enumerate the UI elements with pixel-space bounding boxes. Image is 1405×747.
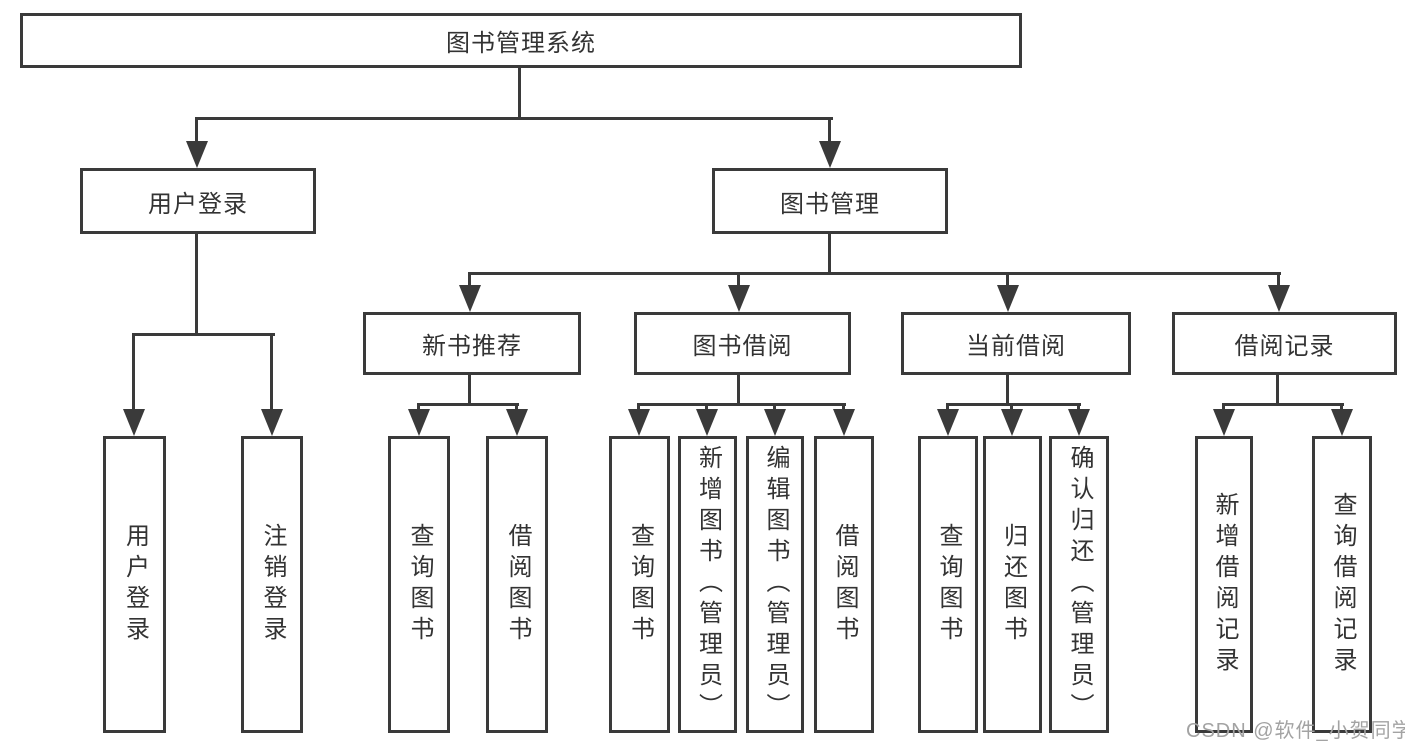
arrowhead-to-leaf bbox=[1068, 409, 1090, 436]
leaf-user-login: 用户登录 bbox=[103, 436, 166, 733]
arrowhead-to-leaf bbox=[937, 409, 959, 436]
connector-book-management-stem bbox=[828, 234, 831, 275]
leaf-confirm-return-admin-label: 确认归还（管理员） bbox=[1066, 445, 1093, 724]
connector-root-bar bbox=[196, 117, 833, 120]
connector-drop-leaf bbox=[1077, 403, 1080, 413]
arrowhead-to-leaf bbox=[696, 409, 718, 436]
leaf-query-borrow-record-label: 查询借阅记录 bbox=[1329, 491, 1356, 678]
arrowhead-to-leaf bbox=[833, 409, 855, 436]
leaf-borrow-book-label: 借阅图书 bbox=[831, 522, 858, 647]
node-book-management: 图书管理 bbox=[712, 168, 948, 234]
leaf-return-book: 归还图书 bbox=[983, 436, 1042, 733]
leaf-recommend-borrow-book: 借阅图书 bbox=[486, 436, 548, 733]
arrowhead-to-book-management bbox=[819, 141, 841, 168]
connector-records-stem bbox=[1276, 375, 1279, 406]
connector-drop-leaf bbox=[1010, 403, 1013, 413]
arrowhead-to-recommend bbox=[459, 285, 481, 312]
arrowhead-to-leaf bbox=[764, 409, 786, 436]
node-borrow-records-label: 借阅记录 bbox=[1234, 333, 1335, 360]
connector-recommend-bar bbox=[417, 403, 519, 406]
connector-book-management-bar bbox=[468, 272, 1281, 275]
node-book-borrow: 图书借阅 bbox=[634, 312, 851, 375]
connector-drop-leaf bbox=[773, 403, 776, 413]
connector-recommend-stem bbox=[468, 375, 471, 406]
leaf-logout-label: 注销登录 bbox=[259, 522, 286, 647]
arrowhead-to-user-login bbox=[186, 141, 208, 168]
connector-drop-leaf-login-2 bbox=[270, 333, 273, 413]
connector-user-login-bar bbox=[133, 333, 275, 336]
connector-borrow-stem bbox=[737, 375, 740, 406]
node-library-system-label: 图书管理系统 bbox=[446, 30, 596, 57]
connector-drop-leaf bbox=[515, 403, 518, 413]
leaf-add-borrow-record-label: 新增借阅记录 bbox=[1211, 491, 1238, 678]
leaf-recommend-borrow-book-label: 借阅图书 bbox=[504, 522, 531, 647]
node-borrow-records: 借阅记录 bbox=[1172, 312, 1397, 375]
leaf-borrow-query-book-label: 查询图书 bbox=[626, 522, 654, 647]
connector-drop-leaf bbox=[842, 403, 845, 413]
connector-current-bar bbox=[946, 403, 1081, 406]
arrowhead-to-leaf bbox=[1331, 409, 1353, 436]
node-library-system: 图书管理系统 bbox=[20, 13, 1022, 68]
node-new-book-recommend-label: 新书推荐 bbox=[422, 333, 522, 360]
arrowhead-to-leaf bbox=[1213, 409, 1235, 436]
connector-drop-book-management bbox=[828, 117, 831, 146]
arrowhead-to-leaf bbox=[1001, 409, 1023, 436]
connector-drop-leaf bbox=[417, 403, 420, 413]
leaf-confirm-return-admin: 确认归还（管理员） bbox=[1049, 436, 1109, 733]
node-current-borrow-label: 当前借阅 bbox=[966, 333, 1066, 360]
connector-drop-borrow bbox=[737, 272, 740, 287]
leaf-edit-book-admin-label: 编辑图书（管理员） bbox=[762, 445, 789, 724]
leaf-recommend-query-book: 查询图书 bbox=[388, 436, 450, 733]
csdn-watermark: CSDN @软件_小贺同学 bbox=[1186, 720, 1405, 742]
leaf-add-book-admin: 新增图书（管理员） bbox=[678, 436, 737, 733]
connector-user-login-stem bbox=[195, 234, 198, 336]
arrowhead-to-records bbox=[1268, 285, 1290, 312]
connector-root-stem bbox=[518, 67, 521, 120]
connector-drop-leaf bbox=[1340, 403, 1343, 413]
leaf-recommend-query-book-label: 查询图书 bbox=[406, 522, 433, 647]
arrowhead-to-leaf-login-1 bbox=[123, 409, 145, 436]
connector-drop-user-login bbox=[195, 117, 198, 146]
connector-drop-leaf bbox=[637, 403, 640, 413]
arrowhead-to-leaf bbox=[408, 409, 430, 436]
leaf-query-borrow-record: 查询借阅记录 bbox=[1312, 436, 1372, 733]
arrowhead-to-borrow bbox=[728, 285, 750, 312]
leaf-current-query-book-label: 查询图书 bbox=[935, 522, 962, 647]
leaf-logout: 注销登录 bbox=[241, 436, 303, 733]
arrowhead-to-current bbox=[997, 285, 1019, 312]
leaf-current-query-book: 查询图书 bbox=[918, 436, 978, 733]
node-user-login: 用户登录 bbox=[80, 168, 316, 234]
leaf-add-borrow-record: 新增借阅记录 bbox=[1195, 436, 1253, 733]
leaf-borrow-query-book: 查询图书 bbox=[609, 436, 670, 733]
connector-records-bar bbox=[1222, 403, 1344, 406]
arrowhead-to-leaf bbox=[628, 409, 650, 436]
connector-drop-recommend bbox=[468, 272, 471, 287]
leaf-edit-book-admin: 编辑图书（管理员） bbox=[746, 436, 804, 733]
node-book-borrow-label: 图书借阅 bbox=[692, 333, 793, 360]
connector-drop-leaf bbox=[1222, 403, 1225, 413]
node-user-login-label: 用户登录 bbox=[148, 190, 248, 218]
leaf-borrow-book: 借阅图书 bbox=[814, 436, 874, 733]
connector-current-stem bbox=[1006, 375, 1009, 406]
arrowhead-to-leaf-login-2 bbox=[261, 409, 283, 436]
arrowhead-to-leaf bbox=[506, 409, 528, 436]
connector-drop-current bbox=[1006, 272, 1009, 287]
node-current-borrow: 当前借阅 bbox=[901, 312, 1131, 375]
leaf-add-book-admin-label: 新增图书（管理员） bbox=[694, 445, 722, 724]
connector-drop-records bbox=[1277, 272, 1280, 287]
connector-borrow-bar bbox=[637, 403, 846, 406]
leaf-user-login-label: 用户登录 bbox=[121, 522, 149, 647]
node-new-book-recommend: 新书推荐 bbox=[363, 312, 581, 375]
connector-drop-leaf-login-1 bbox=[132, 333, 135, 413]
node-book-management-label: 图书管理 bbox=[780, 190, 880, 218]
connector-drop-leaf bbox=[946, 403, 949, 413]
leaf-return-book-label: 归还图书 bbox=[999, 522, 1027, 647]
connector-drop-leaf bbox=[705, 403, 708, 413]
